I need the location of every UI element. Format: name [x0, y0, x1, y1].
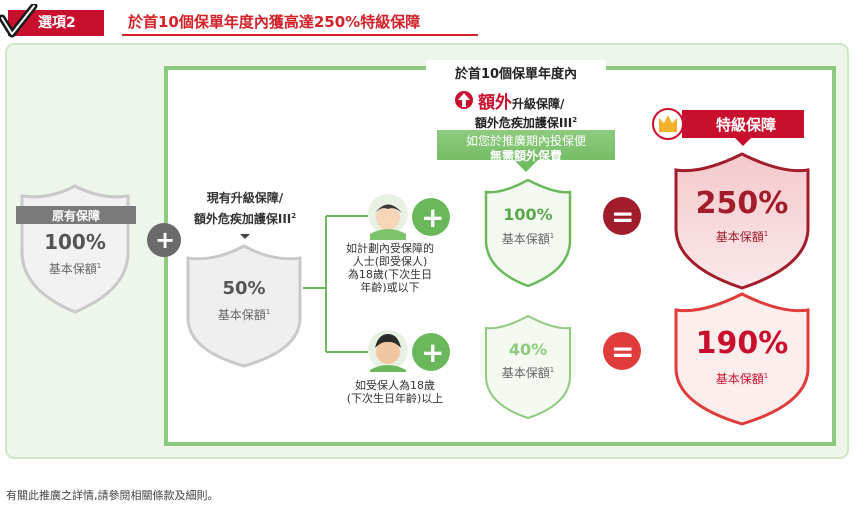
chevron-down-icon: [240, 234, 250, 239]
child-total-label: 基本保額1: [715, 230, 769, 244]
title-underline: [122, 34, 478, 36]
adult-extra-label: 基本保額1: [501, 366, 555, 380]
adult-total-label: 基本保額1: [715, 372, 769, 386]
adult-extra-percent: 40%: [508, 340, 548, 359]
extra-line3: 額外危疾加護保III2: [474, 116, 578, 130]
existing-title-line2: 額外危疾加護保III2: [193, 212, 297, 226]
plus-symbol: +: [155, 226, 176, 254]
plus-symbol: +: [421, 201, 445, 234]
plus-icon: [147, 223, 181, 257]
header-badge: [0, 4, 104, 38]
shield-icon: [674, 152, 810, 290]
shield-icon: [186, 244, 302, 368]
child-total-percent: 250%: [695, 186, 789, 221]
original-label: 基本保額1: [48, 262, 102, 276]
extra-label-box: [426, 60, 606, 80]
special-banner: [682, 110, 804, 138]
original-title: 原有保障: [51, 209, 100, 223]
crown-icon: [652, 108, 684, 140]
up-arrow-icon: [455, 91, 473, 109]
child-extra-label: 基本保額1: [501, 232, 555, 246]
original-title-band: [16, 206, 136, 224]
footer-note: 有關此推廣之詳情,請參閱相關條款及細則。: [6, 489, 219, 502]
extra-line1: 於首10個保單年度內: [454, 67, 578, 82]
special-title: 特級保障: [715, 116, 776, 134]
checkmark-icon: [0, 4, 38, 38]
equals-icon: [603, 332, 641, 370]
shield-icon: [484, 178, 572, 288]
adult-avatar-icon: [368, 330, 408, 372]
equals-icon: [603, 197, 641, 235]
promo-banner-line2: 無需額外保費: [489, 149, 562, 163]
adult-case-description: 如受保人為18歲 (下次生日年齡)以上: [346, 379, 444, 405]
plus-icon: [412, 333, 450, 371]
child-case-description: 如計劃內受保障的 人士(即受保人) 為18歲(下次生日 年齡)或以下: [346, 242, 434, 294]
option-label: 選項2: [38, 15, 76, 31]
shield-icon: [485, 314, 571, 420]
original-percent: 100%: [44, 230, 106, 254]
equals-symbol: =: [611, 200, 635, 233]
shield-icon: [674, 292, 810, 426]
existing-label: 基本保額1: [217, 308, 271, 322]
existing-title-line1: 現有升級保障/: [206, 191, 284, 205]
plus-symbol: +: [421, 336, 445, 369]
page-title: 於首10個保單年度內獲高達250%特級保障: [128, 13, 421, 31]
adult-total-percent: 190%: [695, 326, 789, 361]
child-avatar-icon: [368, 194, 408, 240]
extra-line2: 額外升級保障/: [478, 93, 565, 113]
child-extra-percent: 100%: [503, 205, 553, 224]
equals-symbol: =: [611, 335, 635, 368]
promo-banner-line1: 如您於推廣期內投保便: [465, 134, 586, 148]
promo-banner: [437, 130, 615, 172]
plus-icon: [412, 198, 450, 236]
connector-lines: [303, 215, 368, 353]
existing-percent: 50%: [222, 278, 266, 299]
